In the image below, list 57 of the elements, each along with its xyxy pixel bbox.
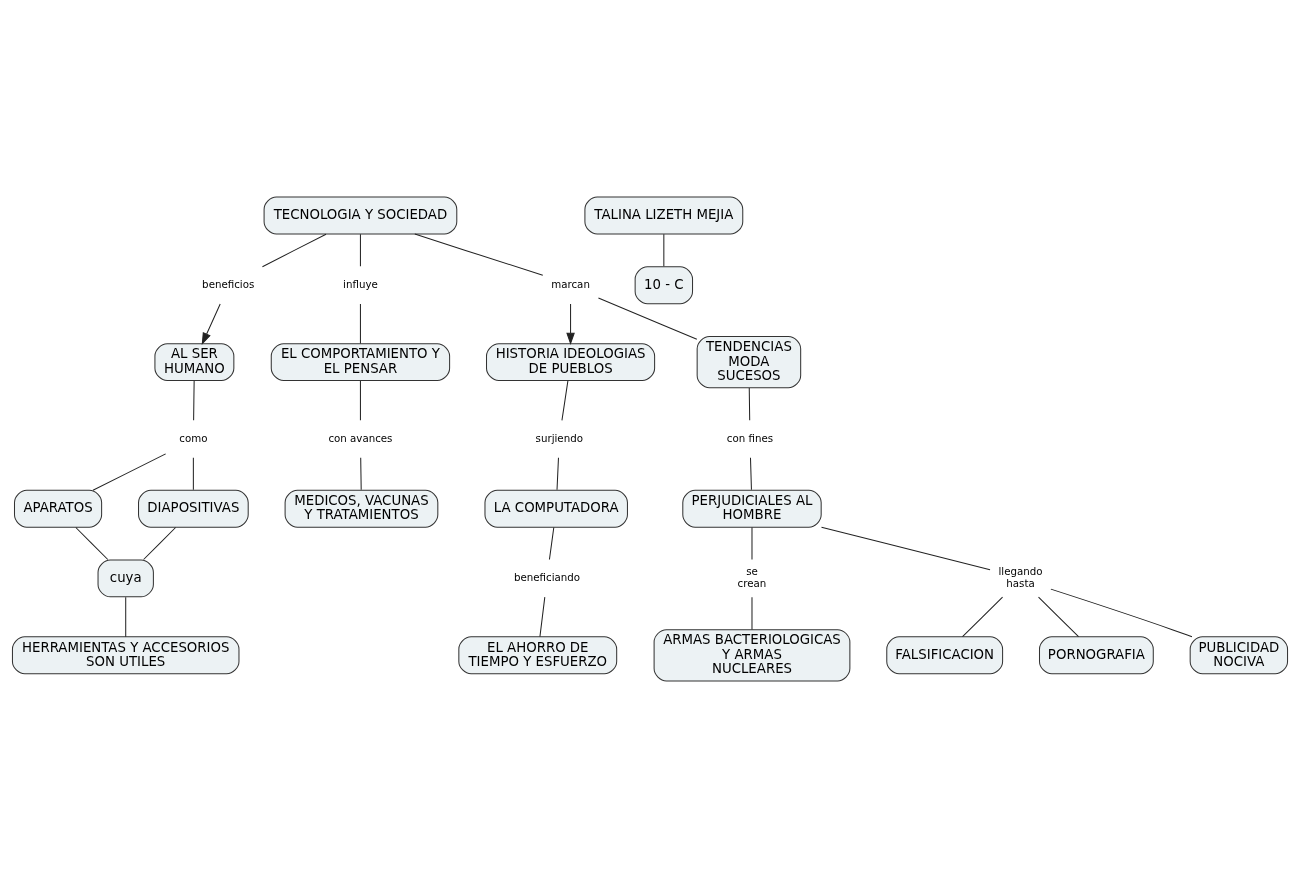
- connector: [561, 379, 569, 421]
- connector: [751, 596, 753, 630]
- node-text: con avances: [328, 431, 393, 444]
- node-box: PORNOGRAFIA: [1039, 635, 1154, 674]
- connector: [193, 379, 195, 421]
- connector: [821, 526, 991, 570]
- node-text: llegando hasta: [998, 564, 1043, 589]
- connector: [751, 526, 753, 560]
- connector: [663, 233, 665, 267]
- node-text: como: [179, 431, 208, 444]
- node-text: beneficios: [202, 277, 255, 290]
- connector: [359, 379, 361, 421]
- node-text: se crean: [737, 564, 767, 589]
- node-box: ARMAS BACTERIOLOGICAS Y ARMAS NUCLEARES: [653, 628, 851, 681]
- arrow: [566, 303, 575, 345]
- node-text: surjiendo: [535, 431, 583, 444]
- node-box: cuya: [97, 558, 154, 597]
- connector: [125, 596, 127, 637]
- arrow: [201, 303, 221, 345]
- connector: [359, 233, 361, 267]
- connector: [597, 296, 698, 340]
- connector: [360, 456, 362, 490]
- connector: [192, 456, 194, 490]
- connector: [143, 526, 177, 560]
- connector: [556, 456, 559, 490]
- node-box: LA COMPUTADORA: [484, 489, 628, 528]
- connector: [539, 596, 546, 637]
- node-box: PUBLICIDAD NOCIVA: [1189, 635, 1289, 674]
- node-text: beneficiando: [513, 570, 581, 583]
- node-box: TALINA LIZETH MEJIA: [584, 196, 744, 234]
- node-box: MEDICOS, VACUNAS Y TRATAMIENTOS: [284, 489, 439, 528]
- node-box: AL SER HUMANO: [154, 342, 235, 381]
- node-text: con fines: [726, 431, 774, 444]
- node-box: FALSIFICACION: [886, 635, 1004, 674]
- node-box: DIAPOSITIVAS: [138, 489, 249, 528]
- connector: [749, 456, 752, 490]
- node-box: PERJUDICIALES AL HOMBRE: [682, 489, 822, 528]
- node-box: APARATOS: [14, 489, 103, 528]
- node-box: TECNOLOGIA Y SOCIEDAD: [263, 196, 458, 234]
- connector: [962, 596, 1004, 637]
- connector: [548, 526, 555, 560]
- connector: [1050, 588, 1193, 637]
- node-text: influye: [343, 277, 378, 290]
- connector: [748, 387, 751, 421]
- node-box: EL COMPORTAMIENTO Y EL PENSAR: [270, 342, 451, 381]
- node-box: 10 - C: [634, 265, 694, 304]
- connector: [75, 526, 109, 560]
- connector: [1038, 596, 1080, 637]
- node-text: marcan: [551, 277, 590, 290]
- connector: [92, 452, 167, 491]
- connector: [359, 303, 361, 344]
- connector: [261, 233, 327, 267]
- node-box: HISTORIA IDEOLOGIAS DE PUEBLOS: [486, 342, 656, 381]
- node-box: EL AHORRO DE TIEMPO Y ESFUERZO: [458, 635, 618, 674]
- node-box: HERRAMIENTAS Y ACCESORIOS SON UTILES: [11, 635, 240, 674]
- connector: [414, 233, 544, 276]
- node-box: TENDENCIAS MODA SUCESOS: [696, 335, 802, 388]
